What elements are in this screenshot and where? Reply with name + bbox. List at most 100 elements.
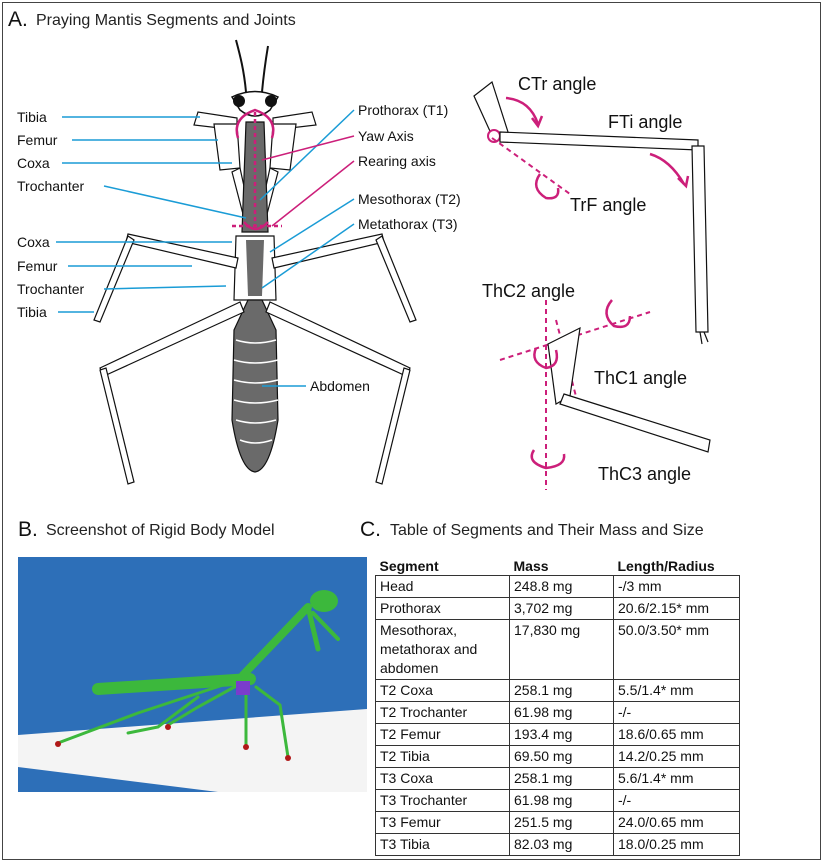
upper-angle-arrows: [505, 96, 690, 200]
lower-angle-arrows: [530, 299, 632, 470]
thc2-axis-line: [555, 319, 579, 405]
model-mantis: [56, 603, 340, 759]
cell-segment: T3 Femur: [375, 811, 510, 834]
label-metathorax: Metathorax (T3): [358, 216, 458, 232]
cell-segment: T2 Tibia: [375, 745, 510, 768]
cell-segment: Prothorax: [375, 597, 510, 620]
cell-mass: 82.03 mg: [509, 833, 614, 856]
cell-segment: T3 Coxa: [375, 767, 510, 790]
label-tibia-upper: Tibia: [17, 109, 47, 125]
table-header-row: Segment Mass Length/Radius: [376, 557, 740, 576]
panel-a-title: Praying Mantis Segments and Joints: [36, 12, 296, 29]
cell-size: 5.6/1.4* mm: [613, 767, 740, 790]
cell-size: 14.2/0.25 mm: [613, 745, 740, 768]
model-joint: [236, 681, 250, 695]
femur-lower-segment: [559, 393, 711, 453]
cell-mass: 258.1 mg: [509, 679, 614, 702]
cell-segment: T3 Trochanter: [375, 789, 510, 812]
tibia-segment: [691, 145, 709, 333]
label-thc1-angle: ThC1 angle: [594, 368, 687, 388]
cell-size: 20.6/2.15* mm: [613, 597, 740, 620]
cell-mass: 248.8 mg: [509, 575, 614, 598]
body-rotation-arrows: [232, 108, 282, 231]
label-tibia-lower: Tibia: [17, 304, 47, 320]
eye-left: [233, 95, 245, 107]
header-segment: Segment: [379, 558, 439, 574]
label-mesothorax: Mesothorax (T2): [358, 191, 461, 207]
label-thc3-angle: ThC3 angle: [598, 464, 691, 484]
cell-mass: 17,830 mg: [509, 619, 614, 680]
cell-segment: T2 Coxa: [375, 679, 510, 702]
panel-c-letter: C.: [360, 518, 381, 541]
foreleg-femur-left: [213, 123, 241, 171]
panel-b-title: Screenshot of Rigid Body Model: [46, 522, 275, 539]
thorax-core: [246, 240, 264, 296]
label-yaw-axis: Yaw Axis: [358, 128, 414, 144]
cell-size: 18.0/0.25 mm: [613, 833, 740, 856]
left-leader-lines: [56, 116, 247, 313]
foreleg-femur-right: [269, 123, 297, 171]
panel-a-letter: A.: [8, 8, 28, 31]
cell-mass: 69.50 mg: [509, 745, 614, 768]
right-leader-lines: [259, 109, 355, 387]
header-length-radius: Length/Radius: [617, 558, 715, 574]
label-fti-angle: FTi angle: [608, 112, 682, 132]
trf-axis-line: [491, 137, 571, 195]
tarsus: [699, 331, 709, 345]
label-abdomen: Abdomen: [310, 378, 370, 394]
cell-segment: Mesothorax, metathorax and abdomen: [375, 619, 510, 680]
cell-size: 24.0/0.65 mm: [613, 811, 740, 834]
antenna-right: [261, 45, 269, 93]
femur-segment: [499, 131, 699, 151]
cell-segment: Head: [375, 575, 510, 598]
cell-size: 5.5/1.4* mm: [613, 679, 740, 702]
abdomen: [231, 299, 279, 473]
label-coxa-upper: Coxa: [17, 155, 50, 171]
cell-mass: 258.1 mg: [509, 767, 614, 790]
label-ctr-angle: CTr angle: [518, 74, 596, 94]
cell-size: 18.6/0.65 mm: [613, 723, 740, 746]
cell-size: -/-: [613, 789, 740, 812]
leg-joint-diagram-lower: [499, 299, 711, 490]
panel-c-title: Table of Segments and Their Mass and Siz…: [390, 522, 704, 539]
cell-mass: 193.4 mg: [509, 723, 614, 746]
cell-segment: T2 Femur: [375, 723, 510, 746]
label-trochanter-upper: Trochanter: [17, 178, 85, 194]
cell-mass: 61.98 mg: [509, 789, 614, 812]
abdomen-segment-lines: [233, 339, 279, 444]
header-mass: Mass: [513, 558, 549, 574]
model-feet: [55, 724, 291, 761]
cell-size: 50.0/3.50* mm: [613, 619, 740, 680]
cell-mass: 3,702 mg: [509, 597, 614, 620]
cell-size: -/3 mm: [613, 575, 740, 598]
label-femur-upper: Femur: [17, 132, 58, 148]
label-femur-lower: Femur: [17, 258, 58, 274]
hind-legs: [99, 301, 411, 485]
label-coxa-lower: Coxa: [17, 234, 50, 250]
label-rearing-axis: Rearing axis: [358, 153, 436, 169]
cell-mass: 61.98 mg: [509, 701, 614, 724]
panel-b-letter: B.: [18, 518, 38, 541]
model-head: [310, 590, 338, 612]
cell-segment: T2 Trochanter: [375, 701, 510, 724]
eye-right: [265, 95, 277, 107]
label-trf-angle: TrF angle: [570, 195, 646, 215]
model-ground: [18, 709, 367, 792]
rigid-body-model-image: [18, 557, 367, 792]
cell-size: -/-: [613, 701, 740, 724]
leg-joint-diagram-upper: [473, 80, 709, 345]
cell-segment: T3 Tibia: [375, 833, 510, 856]
label-prothorax: Prothorax (T1): [358, 102, 448, 118]
